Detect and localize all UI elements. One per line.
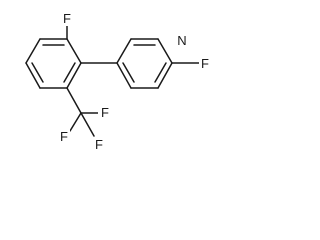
bond-cf3-left [69, 112, 82, 132]
nitrogen-atom-label: N [177, 33, 186, 48]
bond-to-cf3 [66, 87, 82, 114]
bond-cf3-bottom [80, 112, 95, 137]
bond [116, 38, 132, 64]
chemical-structure-diagram: F N F F F F [25, 10, 210, 152]
bond [25, 38, 41, 64]
label-background [58, 129, 70, 144]
bond [66, 62, 82, 89]
double-bond-inner [31, 62, 44, 83]
label-background [199, 56, 210, 71]
fluorine-atom-label: F [101, 105, 109, 120]
fluorine-atom-label: F [60, 129, 68, 144]
bond [25, 62, 41, 89]
label-background [61, 10, 74, 26]
bond [66, 38, 82, 64]
label-background [93, 137, 105, 152]
fluorine-atom-label: F [201, 56, 209, 71]
fluorine-atom-label: F [95, 137, 103, 152]
bond [157, 38, 173, 64]
fluorine-atom-label: F [63, 11, 71, 26]
double-bond-inner [122, 62, 135, 83]
double-bond-inner [63, 62, 76, 83]
label-background [175, 33, 189, 48]
pyridine-ring [116, 38, 173, 89]
bond [157, 62, 173, 89]
benzene-ring [25, 38, 82, 89]
bond [116, 62, 132, 89]
double-bond-inner [154, 62, 167, 83]
label-background [98, 105, 110, 120]
